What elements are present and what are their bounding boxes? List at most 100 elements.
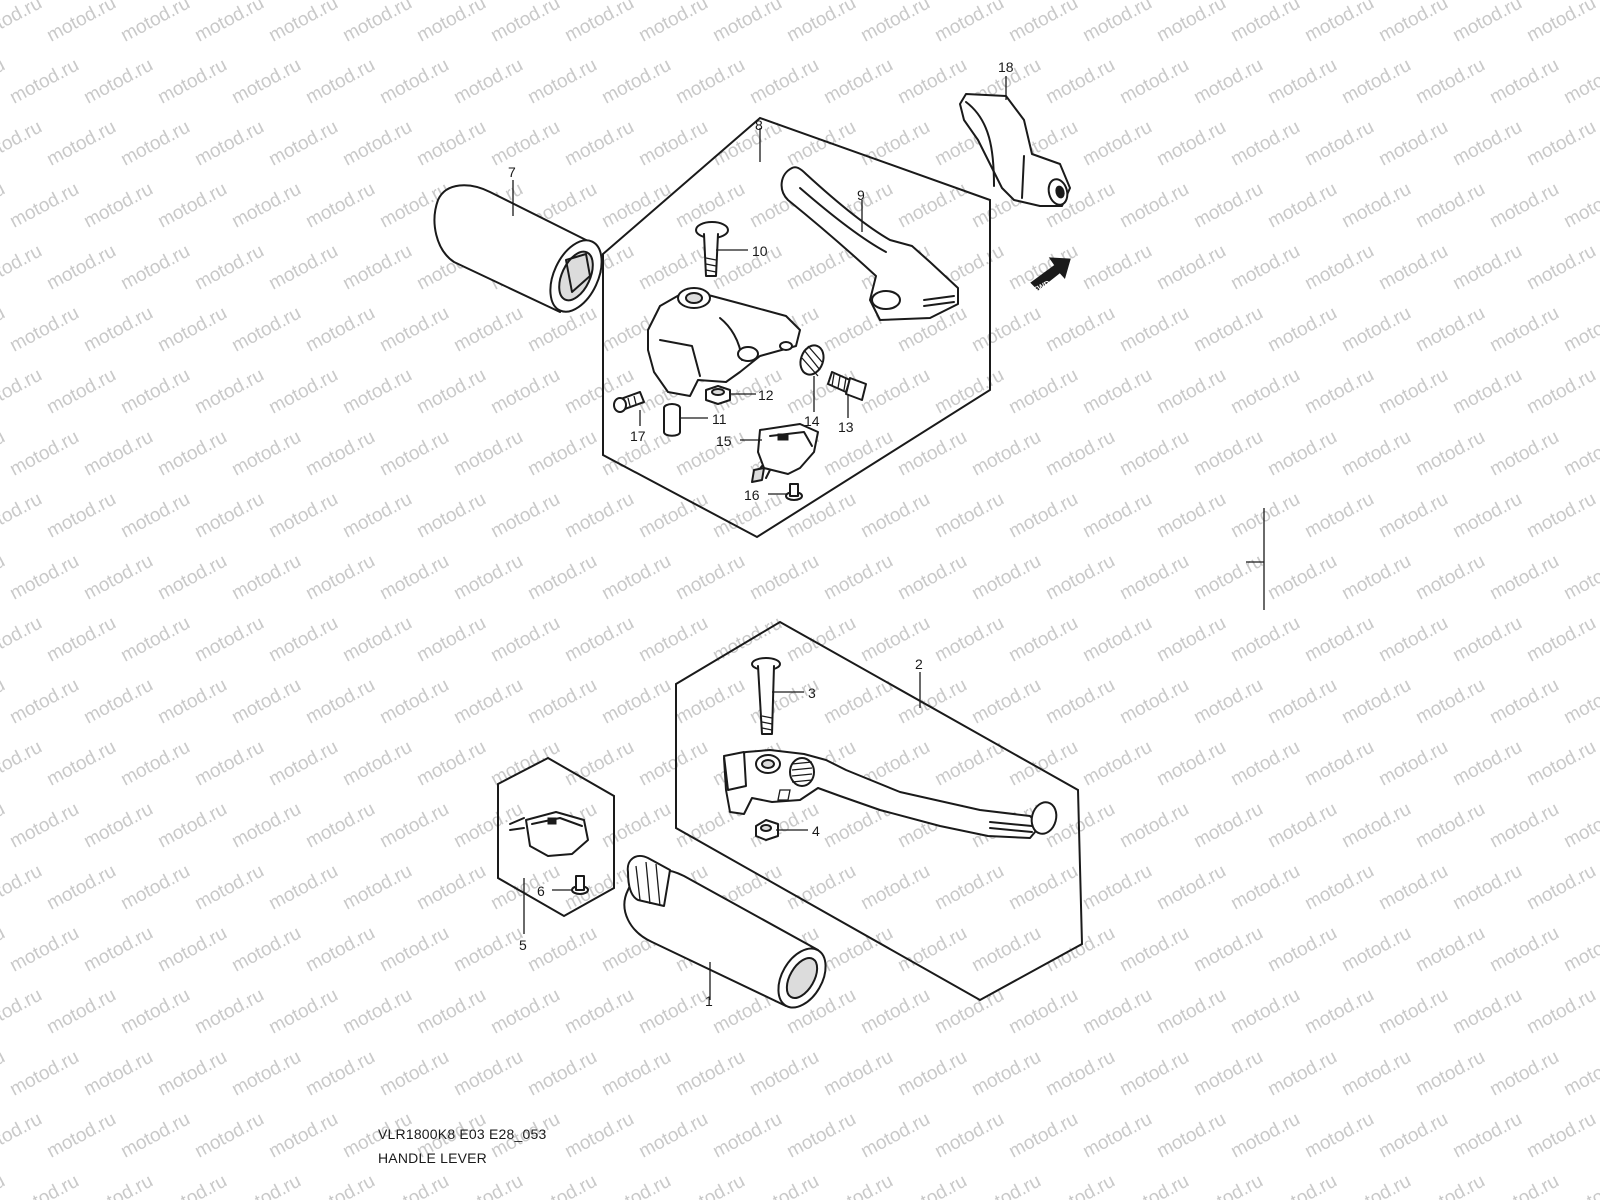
watermark-text: motod.ru — [1079, 117, 1155, 171]
watermark-text: motod.ru — [1412, 303, 1488, 357]
watermark-text: motod.ru — [746, 1171, 822, 1200]
watermark-text: motod.ru — [191, 861, 267, 915]
watermark-text: motod.ru — [117, 117, 193, 171]
watermark-text: motod.ru — [857, 0, 933, 46]
watermark-text: motod.ru — [154, 675, 230, 729]
part-3-pivot-bolt — [751, 657, 781, 735]
part-5-stop-switch — [509, 811, 589, 857]
watermark-text: motod.ru — [43, 241, 119, 295]
watermark-text: motod.ru — [265, 365, 341, 419]
watermark-text: motod.ru — [6, 675, 82, 729]
watermark-text: motod.ru — [561, 489, 637, 543]
watermark-text: motod.ru — [1153, 737, 1229, 791]
watermark-text: motod.ru — [1560, 55, 1600, 109]
watermark-text: motod.ru — [1523, 489, 1599, 543]
callout-15: 15 — [716, 433, 762, 449]
watermark-text: motod.ru — [1560, 675, 1600, 729]
part-7-left-grip — [433, 184, 603, 313]
part-15-switch — [751, 423, 819, 483]
callout-13: 13 — [838, 394, 854, 435]
callout-14: 14 — [804, 376, 820, 429]
watermark-text: motod.ru — [413, 489, 489, 543]
watermark-text: motod.ru — [0, 551, 9, 605]
watermark-text: motod.ru — [1412, 1171, 1488, 1200]
watermark-text: motod.ru — [339, 241, 415, 295]
callout-4: 4 — [776, 823, 820, 839]
watermark-text: motod.ru — [1375, 737, 1451, 791]
watermark-text: motod.ru — [80, 179, 156, 233]
watermark-text: motod.ru — [302, 923, 378, 977]
watermark-text: motod.ru — [1042, 1171, 1118, 1200]
watermark-text: motod.ru — [1005, 489, 1081, 543]
svg-text:11: 11 — [712, 411, 727, 427]
watermark-text: motod.ru — [1449, 1109, 1525, 1163]
watermark-text: motod.ru — [1042, 675, 1118, 729]
watermark-text: motod.ru — [80, 1171, 156, 1200]
part-13-adjuster-screw — [827, 371, 867, 401]
watermark-text: motod.ru — [1301, 1109, 1377, 1163]
watermark-text: motod.ru — [1042, 923, 1118, 977]
watermark-text: motod.ru — [1486, 427, 1562, 481]
watermark-text: motod.ru — [1338, 427, 1414, 481]
svg-text:8: 8 — [755, 117, 763, 133]
watermark-text: motod.ru — [376, 303, 452, 357]
watermark-text: motod.ru — [265, 613, 341, 667]
watermark-text: motod.ru — [228, 427, 304, 481]
watermark-text: motod.ru — [857, 861, 933, 915]
watermark-text: motod.ru — [709, 1109, 785, 1163]
watermark-text: motod.ru — [1190, 303, 1266, 357]
watermark-text: motod.ru — [302, 1047, 378, 1101]
watermark-text: motod.ru — [1190, 551, 1266, 605]
watermark-text: motod.ru — [672, 1171, 748, 1200]
watermark-text: motod.ru — [1079, 489, 1155, 543]
watermark-text: motod.ru — [1264, 551, 1340, 605]
watermark-text: motod.ru — [1079, 737, 1155, 791]
watermark-text: motod.ru — [820, 675, 896, 729]
watermark-text: motod.ru — [1264, 799, 1340, 853]
watermark-text: motod.ru — [339, 985, 415, 1039]
watermark-text: motod.ru — [1005, 737, 1081, 791]
watermark-text: motod.ru — [1079, 1109, 1155, 1163]
watermark-text: motod.ru — [413, 861, 489, 915]
watermark-text: motod.ru — [894, 179, 970, 233]
watermark-text: motod.ru — [1116, 1047, 1192, 1101]
watermark-text: motod.ru — [80, 551, 156, 605]
watermark-text: motod.ru — [1338, 55, 1414, 109]
watermark-text: motod.ru — [561, 737, 637, 791]
watermark-text: motod.ru — [1301, 985, 1377, 1039]
watermark-text: motod.ru — [1560, 923, 1600, 977]
watermark-text: motod.ru — [561, 985, 637, 1039]
watermark-text: motod.ru — [302, 799, 378, 853]
callout-5: 5 — [519, 878, 527, 953]
watermark-text: motod.ru — [154, 1047, 230, 1101]
part-10-pivot-bolt — [695, 221, 729, 277]
watermark-text: motod.ru — [1227, 489, 1303, 543]
watermark-text: motod.ru — [635, 117, 711, 171]
watermark-text: motod.ru — [894, 675, 970, 729]
watermark-text: motod.ru — [1227, 0, 1303, 46]
watermark-text: motod.ru — [1523, 985, 1599, 1039]
svg-text:17: 17 — [630, 428, 646, 444]
watermark-text: motod.ru — [1486, 799, 1562, 853]
watermark-text: motod.ru — [1560, 799, 1600, 853]
watermark-text: motod.ru — [376, 55, 452, 109]
callout-8: 8 — [755, 117, 763, 162]
callout-7: 7 — [508, 164, 516, 216]
watermark-text: motod.ru — [376, 799, 452, 853]
watermark-text: motod.ru — [1338, 675, 1414, 729]
watermark-text: motod.ru — [376, 1171, 452, 1200]
part-14-adjuster-dial — [799, 344, 825, 377]
watermark-text: motod.ru — [302, 427, 378, 481]
watermark-text: motod.ru — [43, 0, 119, 46]
watermark-text: motod.ru — [0, 0, 46, 46]
watermark-text: motod.ru — [6, 923, 82, 977]
watermark-text: motod.ru — [561, 1109, 637, 1163]
watermark-text: motod.ru — [302, 303, 378, 357]
watermark-text: motod.ru — [302, 55, 378, 109]
watermark-text: motod.ru — [1190, 179, 1266, 233]
watermark-text: motod.ru — [80, 303, 156, 357]
watermark-text: motod.ru — [450, 427, 526, 481]
watermark-text: motod.ru — [1264, 55, 1340, 109]
watermark-text: motod.ru — [1523, 365, 1599, 419]
watermark-text: motod.ru — [339, 365, 415, 419]
